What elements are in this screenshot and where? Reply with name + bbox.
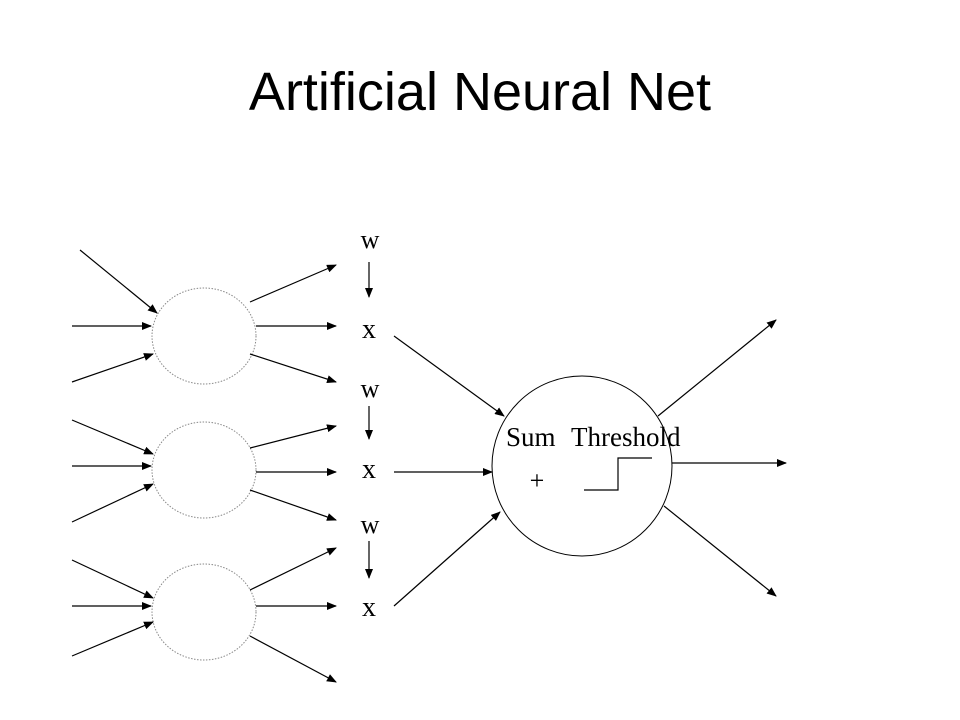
input-neuron-2	[151, 421, 257, 519]
input-neuron-2-outgoing-arrows	[249, 424, 337, 521]
slide-title: Artificial Neural Net	[248, 62, 712, 122]
weight-label-3: w	[361, 510, 380, 539]
multiply-node-2: x	[362, 454, 376, 485]
input-neuron-2-incoming-arrows	[71, 419, 154, 523]
output-arrows	[657, 319, 787, 597]
threshold-label: Threshold	[571, 422, 681, 452]
weight-label-1: w	[361, 225, 380, 254]
multiply-to-sum-arrows	[393, 335, 505, 607]
input-neuron-3-outgoing-arrows	[249, 547, 337, 683]
input-neuron-3	[151, 563, 257, 661]
summation-neuron	[491, 375, 673, 557]
input-neuron-1-incoming-arrows	[71, 249, 158, 383]
plus-symbol: +	[530, 466, 545, 495]
weight-label-2: w	[361, 374, 380, 403]
threshold-step-icon	[584, 457, 652, 491]
multiply-node-3: x	[362, 592, 376, 623]
input-neuron-1-outgoing-arrows	[249, 264, 337, 384]
input-neuron-3-incoming-arrows	[71, 559, 154, 657]
sum-label: Sum	[506, 422, 556, 452]
input-neuron-1	[151, 287, 257, 385]
multiply-node-1: x	[362, 314, 376, 345]
